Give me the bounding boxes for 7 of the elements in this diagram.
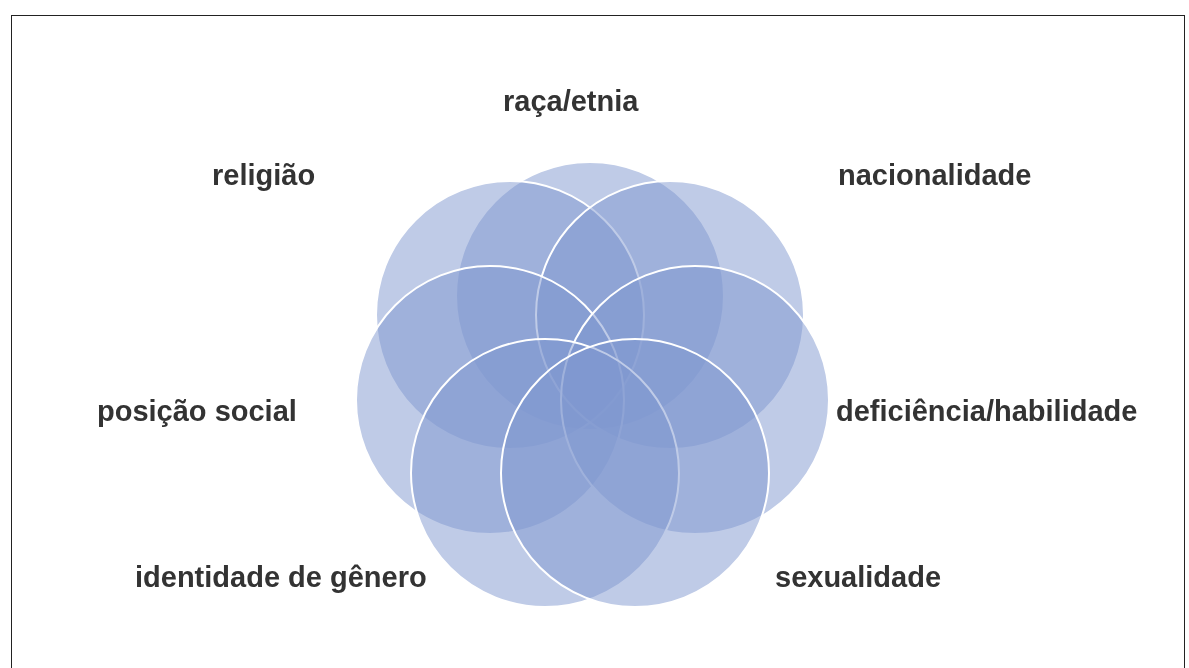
category-label: religião: [212, 160, 316, 192]
category-label: identidade de gênero: [135, 562, 427, 594]
category-label: sexualidade: [775, 562, 942, 594]
category-label: nacionalidade: [838, 160, 1032, 192]
category-label: posição social: [97, 396, 297, 428]
category-label: deficiência/habilidade: [836, 396, 1138, 428]
category-label: raça/etnia: [503, 86, 639, 118]
